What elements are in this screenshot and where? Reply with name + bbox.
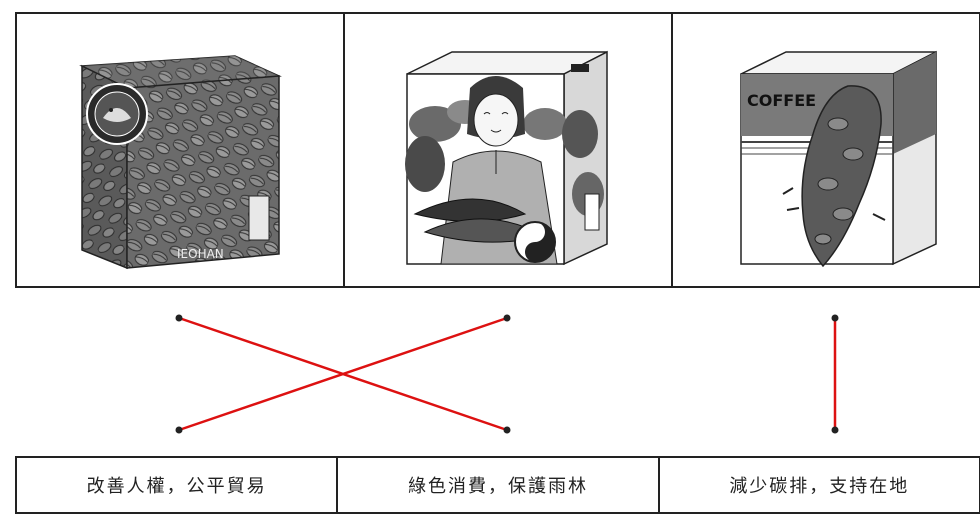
- product-cell-rainforest[interactable]: IEOHAN: [17, 14, 343, 286]
- connector-line-fairtrade: [178, 316, 508, 432]
- taiwan-map-shape: [801, 85, 882, 268]
- connector-dot[interactable]: [503, 314, 511, 322]
- box-side-text: IEOHAN: [177, 247, 224, 261]
- coffee-logo-text: COFFEE: [747, 91, 816, 110]
- label-human-rights[interactable]: 改善人權，公平貿易: [86, 476, 267, 497]
- connector-dot[interactable]: [175, 426, 183, 434]
- connector-dot[interactable]: [503, 426, 511, 434]
- label-reduce-carbon[interactable]: 減少碳排，支持在地: [657, 458, 979, 512]
- taiwan-box-illustration: COFFEE: [740, 50, 937, 268]
- label-row: 改善人權，公平貿易 綠色消費，保護雨林 減少碳排，支持在地: [15, 456, 980, 514]
- rainforest-box-illustration: IEOHAN: [79, 55, 282, 270]
- fairtrade-box-illustration: [405, 50, 608, 266]
- product-cell-fairtrade[interactable]: [343, 14, 671, 286]
- fairtrade-badge-icon: [514, 221, 556, 263]
- label-green-consumption[interactable]: 綠色消費，保護雨林: [336, 458, 657, 512]
- rainforest-seal-icon: [86, 83, 148, 145]
- connector-dot[interactable]: [831, 426, 839, 434]
- product-cell-taiwan[interactable]: COFFEE: [671, 14, 980, 286]
- connector-dot[interactable]: [175, 314, 183, 322]
- product-image-row: IEOHAN: [15, 12, 980, 288]
- connector-dot[interactable]: [831, 314, 839, 322]
